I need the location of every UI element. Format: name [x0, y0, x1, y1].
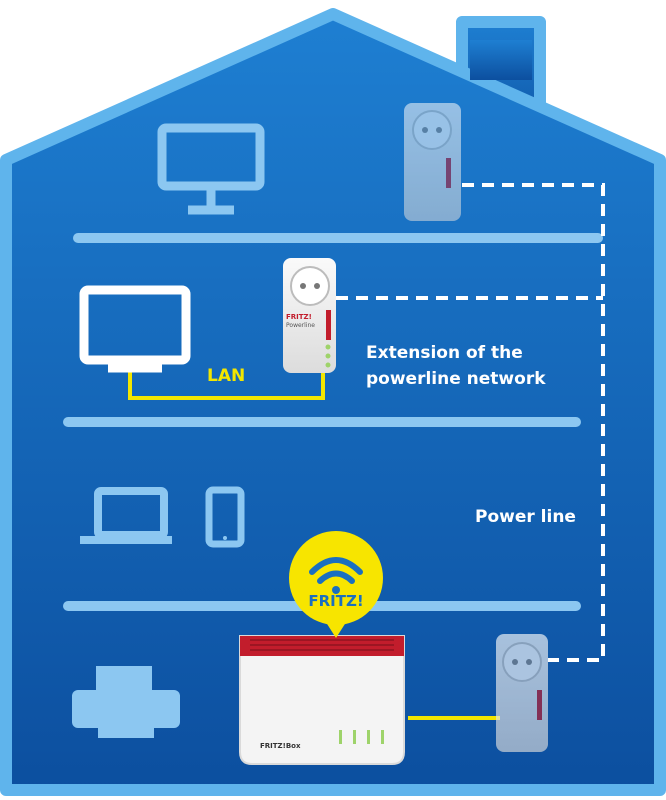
powerline-adapter-bottom [496, 634, 548, 752]
fritzbox-router [239, 635, 405, 765]
extension-label-line-2: powerline network [366, 369, 546, 389]
fritz-badge-label: FRITZ! [308, 592, 364, 610]
wifi-badge [289, 531, 383, 638]
lan-label: LAN [207, 366, 246, 386]
router-brand: FRITZ!Box [260, 742, 301, 750]
desktop-monitor-icon [157, 123, 265, 215]
tv-icon [79, 285, 191, 373]
power-line-label: Power line [475, 507, 576, 527]
laptop-icon [80, 487, 172, 544]
house [0, 8, 666, 796]
powerline-adapter-top [404, 103, 461, 221]
powerline-adapter-middle [283, 258, 336, 373]
house-outline [0, 8, 666, 796]
smartphone-icon [205, 486, 245, 548]
adapter-model-middle: Powerline [286, 322, 315, 329]
powerline-connection [336, 183, 605, 662]
adapter-brand-middle: FRITZ! [286, 313, 312, 321]
printer-icon [72, 666, 180, 738]
extension-label: Extension of the powerline network [366, 340, 606, 392]
extension-label-line-1: Extension of the [366, 343, 523, 363]
lan-cable [128, 370, 325, 400]
